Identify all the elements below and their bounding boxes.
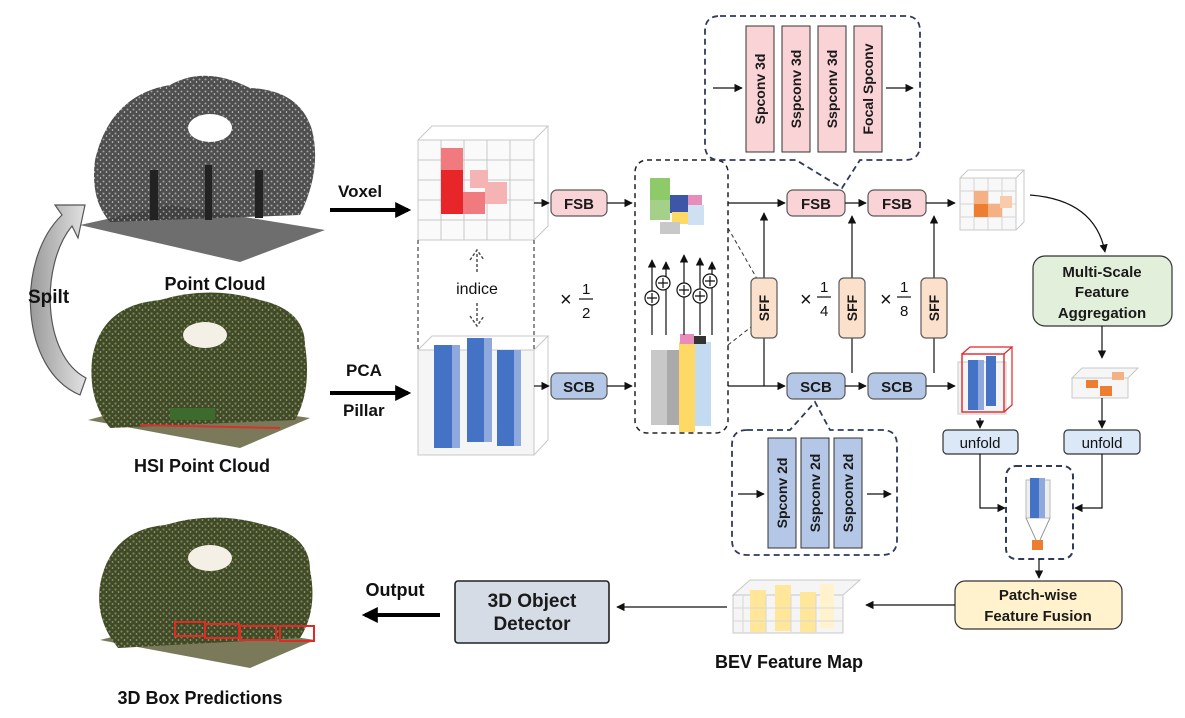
pillar-label: Pillar (343, 401, 385, 420)
svg-text:×: × (560, 289, 572, 311)
unfold-right-to-patch (1074, 454, 1103, 513)
svg-text:1: 1 (900, 279, 908, 296)
point-cloud-label: Point Cloud (165, 274, 266, 294)
svg-text:4: 4 (820, 303, 828, 320)
sum-operators (644, 254, 718, 335)
split-arrow (29, 204, 87, 396)
fused-pillar-columns (651, 334, 711, 432)
fsb-detail-layers: Spconv 3d Sspconv 3d Sspconv 3d Focal Sp… (745, 25, 883, 153)
box-predictions-image (99, 517, 315, 668)
scale-quarter: × 1 4 (800, 279, 831, 320)
scb-detail-layers: Spconv 2d Sspconv 2d Sspconv 2d (767, 437, 863, 549)
sff-block-3 (920, 277, 948, 339)
point-cloud-image (80, 75, 325, 262)
pwff-line2: Feature Fusion (984, 608, 1092, 625)
unfold-label-right: unfold (1082, 435, 1123, 452)
msfa-line1: Multi-Scale (1062, 264, 1141, 281)
patch-content (1025, 478, 1051, 550)
box-predictions-label: 3D Box Predictions (117, 688, 282, 708)
indice-label: indice (456, 281, 498, 298)
svg-text:1: 1 (582, 281, 590, 298)
zoom-dash-1 (727, 227, 761, 285)
svg-text:Focal Spconv: Focal Spconv (860, 43, 876, 134)
pca-label: PCA (346, 361, 382, 380)
scb-label-3: SCB (881, 379, 913, 396)
svg-text:Sspconv 2d: Sspconv 2d (840, 454, 856, 533)
svg-text:Sspconv 3d: Sspconv 3d (788, 50, 804, 129)
output-label: Output (366, 580, 425, 600)
voxel-red-cells (441, 148, 507, 214)
svg-text:8: 8 (900, 303, 908, 320)
fsb-label-2: FSB (801, 196, 831, 213)
scb-label-1: SCB (563, 379, 595, 396)
msfa-output-map (1070, 367, 1140, 399)
scale-half: × 1 2 (560, 281, 593, 322)
svg-text:Sspconv 3d: Sspconv 3d (824, 50, 840, 129)
voxel-grid (417, 125, 550, 241)
bev-label: BEV Feature Map (715, 652, 863, 672)
svg-text:2: 2 (582, 305, 590, 322)
pwff-line1: Patch-wise (999, 587, 1077, 604)
hsi-point-cloud-label: HSI Point Cloud (134, 456, 270, 476)
svg-text:Spconv 3d: Spconv 3d (752, 54, 768, 125)
svg-text:1: 1 (820, 279, 828, 296)
hsi-point-cloud-image (88, 292, 310, 448)
detector-line1: 3D Object (488, 591, 577, 612)
output-voxel-cube (959, 169, 1026, 231)
svg-text:×: × (880, 289, 892, 311)
detector-block (454, 580, 610, 644)
fsb-label-3: FSB (882, 196, 912, 213)
detector-line2: Detector (493, 614, 571, 635)
svg-text:Sspconv 2d: Sspconv 2d (807, 454, 823, 533)
scb-detail-callout (731, 400, 898, 556)
voxel-to-msfa-arrow (1029, 194, 1108, 253)
bev-feature-map (731, 579, 862, 634)
sff-label-2: SFF (844, 294, 860, 321)
sff-block-2 (838, 277, 866, 339)
msfa-line3: Aggregation (1058, 305, 1146, 322)
scb-label-2: SCB (800, 379, 832, 396)
fusion-dashed-box (634, 159, 729, 434)
svg-text:Spconv 2d: Spconv 2d (774, 458, 790, 529)
output-pillar-cube (957, 346, 1014, 415)
pillar-blue-columns (434, 338, 521, 448)
scale-eighth: × 1 8 (880, 279, 911, 320)
unfold-label-left: unfold (960, 435, 1001, 452)
sff-label-3: SFF (926, 294, 942, 321)
fsb-label-1: FSB (564, 196, 594, 213)
svg-text:×: × (800, 289, 812, 311)
fsb-detail-callout (704, 15, 921, 190)
msfa-line2: Feature (1075, 284, 1129, 301)
voxel-label: Voxel (338, 182, 382, 201)
indice-up-arrow (469, 248, 485, 272)
indice-down-arrow (469, 303, 485, 328)
sff-label-1: SFF (756, 294, 772, 321)
sff-block-1 (750, 277, 778, 339)
fused-voxel-cubes (650, 178, 704, 234)
split-label: Spilt (28, 287, 70, 308)
unfold-left-to-patch (979, 454, 1006, 513)
